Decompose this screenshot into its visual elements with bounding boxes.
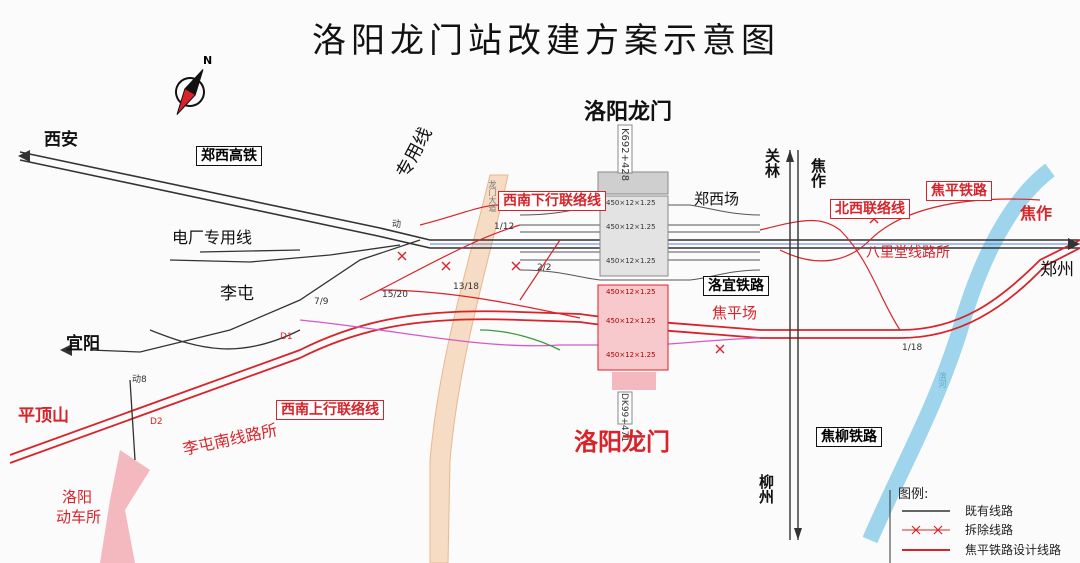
place-jiaozuo-vertical: 焦作 — [809, 158, 827, 188]
line-xinan-up: 西南上行联络线 — [276, 400, 384, 420]
jiaoliu-line — [789, 150, 799, 540]
legend-swatches — [902, 510, 950, 551]
platform-bottom-2: 450×12×1.25 — [606, 317, 656, 325]
depot-shape — [100, 450, 150, 563]
station-building-top — [597, 171, 669, 195]
turnout-1-12: 1/12 — [494, 222, 515, 232]
zhengxi-hsr — [19, 151, 1080, 249]
place-litun: 李屯 — [220, 284, 254, 304]
line-jiaoliu: 焦柳铁路 — [816, 427, 882, 447]
yard-jiaoping: 焦平场 — [712, 304, 758, 322]
turnout-7-9: 7/9 — [314, 297, 329, 307]
station-label-top: 洛阳龙门 — [584, 100, 673, 125]
turnout-1-18: 1/18 — [902, 343, 923, 353]
platforms-bottom-block — [597, 284, 669, 371]
turnout-15-20: 15/20 — [382, 290, 408, 300]
platforms-top-block — [599, 195, 669, 277]
line-power-plant: 电厂专用线 — [172, 228, 253, 247]
km-marker-bottom: DK99+471 — [619, 393, 629, 443]
place-depot-2: 动车所 — [56, 508, 102, 526]
road-binhe: 滨河 — [938, 372, 947, 388]
existing-lines — [89, 239, 421, 461]
place-yiyang: 宜阳 — [66, 334, 100, 354]
turnout-2-2: 2/2 — [537, 263, 552, 273]
road-longmen: 龙门大道 — [488, 180, 497, 212]
platform-top-2: 450×12×1.25 — [606, 223, 656, 231]
platform-bottom-3: 450×12×1.25 — [606, 351, 656, 359]
compass-icon — [175, 69, 205, 115]
place-zhengzhou: 郑州 — [1040, 260, 1074, 280]
place-guanlin: 关林 — [763, 148, 781, 178]
page-title: 洛阳龙门站改建方案示意图 — [312, 21, 780, 61]
line-jiaoping: 焦平铁路 — [926, 181, 992, 201]
platform-top-3: 450×12×1.25 — [606, 257, 656, 265]
legend-design: 焦平铁路设计线路 — [965, 543, 1062, 557]
place-depot-1: 洛阳 — [62, 488, 93, 506]
legend-title: 图例: — [898, 487, 929, 502]
legend-existing: 既有线路 — [965, 504, 1014, 518]
platform-top-1: 450×12×1.25 — [606, 199, 656, 207]
station-label-bottom: 洛阳龙门 — [574, 428, 670, 456]
km-marker-top: K692+428 — [619, 128, 630, 182]
compass-north-label: N — [203, 54, 213, 67]
removal-marks — [397, 214, 879, 354]
place-jiaozuo: 焦作 — [1020, 204, 1053, 223]
line-beixi: 北西联络线 — [830, 199, 910, 219]
place-pingdingshan: 平顶山 — [18, 406, 69, 426]
yard-zhengxi: 郑西场 — [694, 190, 740, 208]
avenue-strip — [429, 174, 509, 563]
river — [862, 163, 1055, 544]
place-liuzhou: 柳州 — [757, 474, 775, 504]
turnout-d2: D2 — [150, 417, 163, 427]
legend-removed: 拆除线路 — [965, 523, 1014, 537]
turnout-13-18: 13/18 — [453, 282, 479, 292]
line-zhengxi-hsr: 郑西高铁 — [196, 146, 262, 166]
line-luoyi: 洛宜铁路 — [703, 276, 769, 296]
place-xian: 西安 — [44, 130, 78, 150]
signal-dong8: 动8 — [132, 375, 147, 385]
line-bali: 八里堂线路所 — [866, 245, 950, 261]
turnout-d1: D1 — [280, 332, 293, 342]
line-xinan-down: 西南下行联络线 — [498, 191, 606, 211]
signal-dong: 动 — [392, 220, 402, 230]
platform-bottom-1: 450×12×1.25 — [606, 288, 656, 296]
